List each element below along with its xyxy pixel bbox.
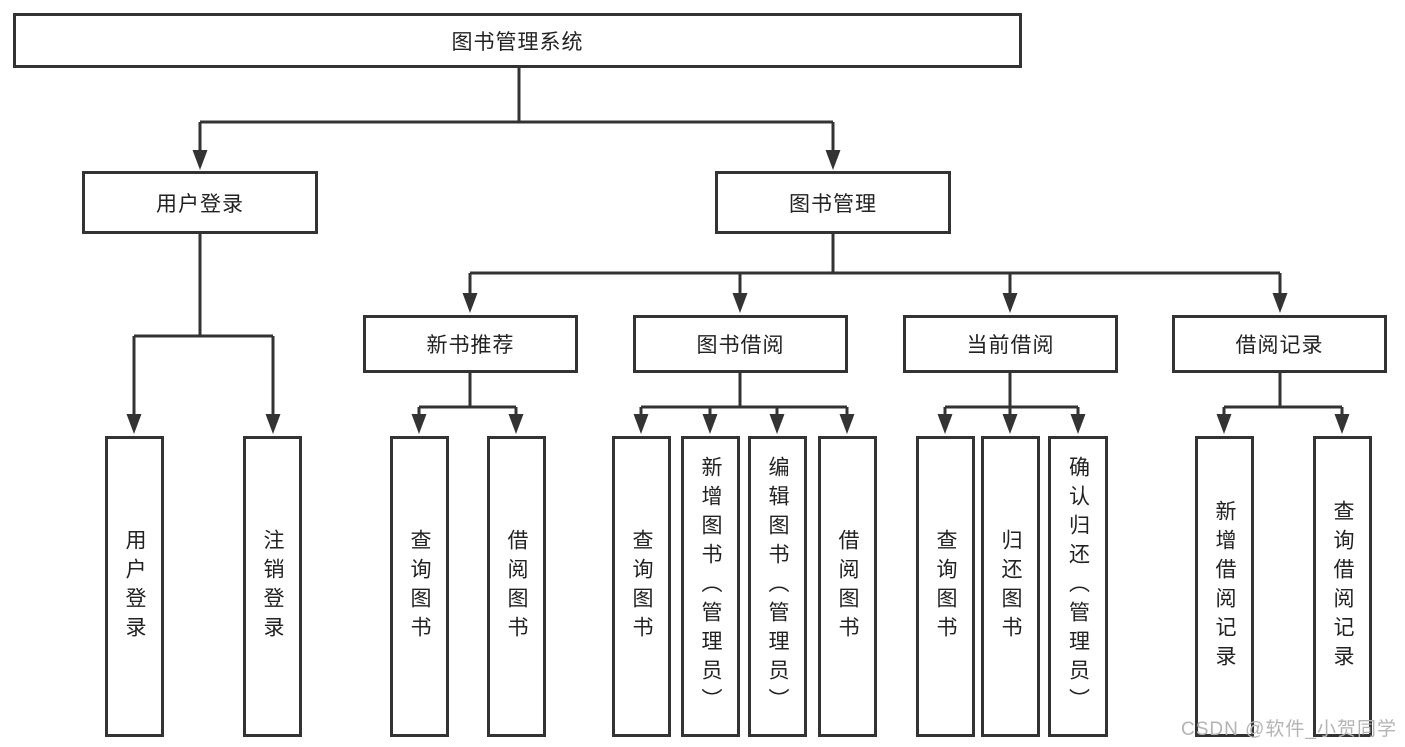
node-label: 新增借阅记录 [1213,499,1236,674]
edge-book-borrowing-children [633,373,855,434]
node-label: 新增图书（管理员） [699,456,722,717]
csdn-watermark: CSDN @软件_小贺同学 [1181,719,1397,740]
node-label: 归还图书 [999,528,1022,645]
node-borrow-books-1: 借阅图书 [487,436,546,737]
node-add-books-admin: 新增图书（管理员） [681,436,740,737]
edge-current-borrowing-children [937,373,1086,434]
node-label: 注销登录 [261,528,284,645]
node-user-login: 用户登录 [82,171,318,234]
node-label: 查询图书 [934,528,957,645]
node-label: 查询图书 [408,528,431,645]
node-label: 查询借阅记录 [1331,499,1354,674]
node-label: 用户登录 [123,528,146,645]
node-current-borrowing: 当前借阅 [903,315,1118,373]
node-logout-action: 注销登录 [243,436,302,737]
node-label: 确认归还（管理员） [1066,456,1090,717]
node-book-management: 图书管理 [715,171,951,234]
node-new-book-recommend: 新书推荐 [363,315,578,373]
node-query-books-2: 查询图书 [612,436,671,737]
node-book-borrowing: 图书借阅 [633,315,848,373]
node-query-borrow-record: 查询借阅记录 [1313,436,1372,737]
node-system-root: 图书管理系统 [13,13,1022,68]
node-label: 编辑图书（管理员） [766,456,789,717]
edge-user-login-children [126,234,281,434]
node-query-books-1: 查询图书 [390,436,449,737]
node-borrowing-records: 借阅记录 [1172,315,1387,373]
node-edit-books-admin: 编辑图书（管理员） [748,436,807,737]
edge-root-to-level1 [192,68,841,170]
node-label: 借阅图书 [505,528,528,645]
node-borrow-books-2: 借阅图书 [818,436,877,737]
node-user-login-action: 用户登录 [105,436,164,737]
node-query-books-3: 查询图书 [916,436,975,737]
node-label: 借阅图书 [836,528,859,645]
edge-new-book-recommend-children [411,373,524,434]
node-confirm-return-admin: 确认归还（管理员） [1048,436,1108,737]
node-label: 查询图书 [630,528,653,645]
edge-book-management-children [462,234,1288,313]
node-return-books: 归还图书 [981,436,1040,737]
edge-borrowing-records-children [1216,373,1350,434]
node-add-borrow-record: 新增借阅记录 [1195,436,1254,737]
